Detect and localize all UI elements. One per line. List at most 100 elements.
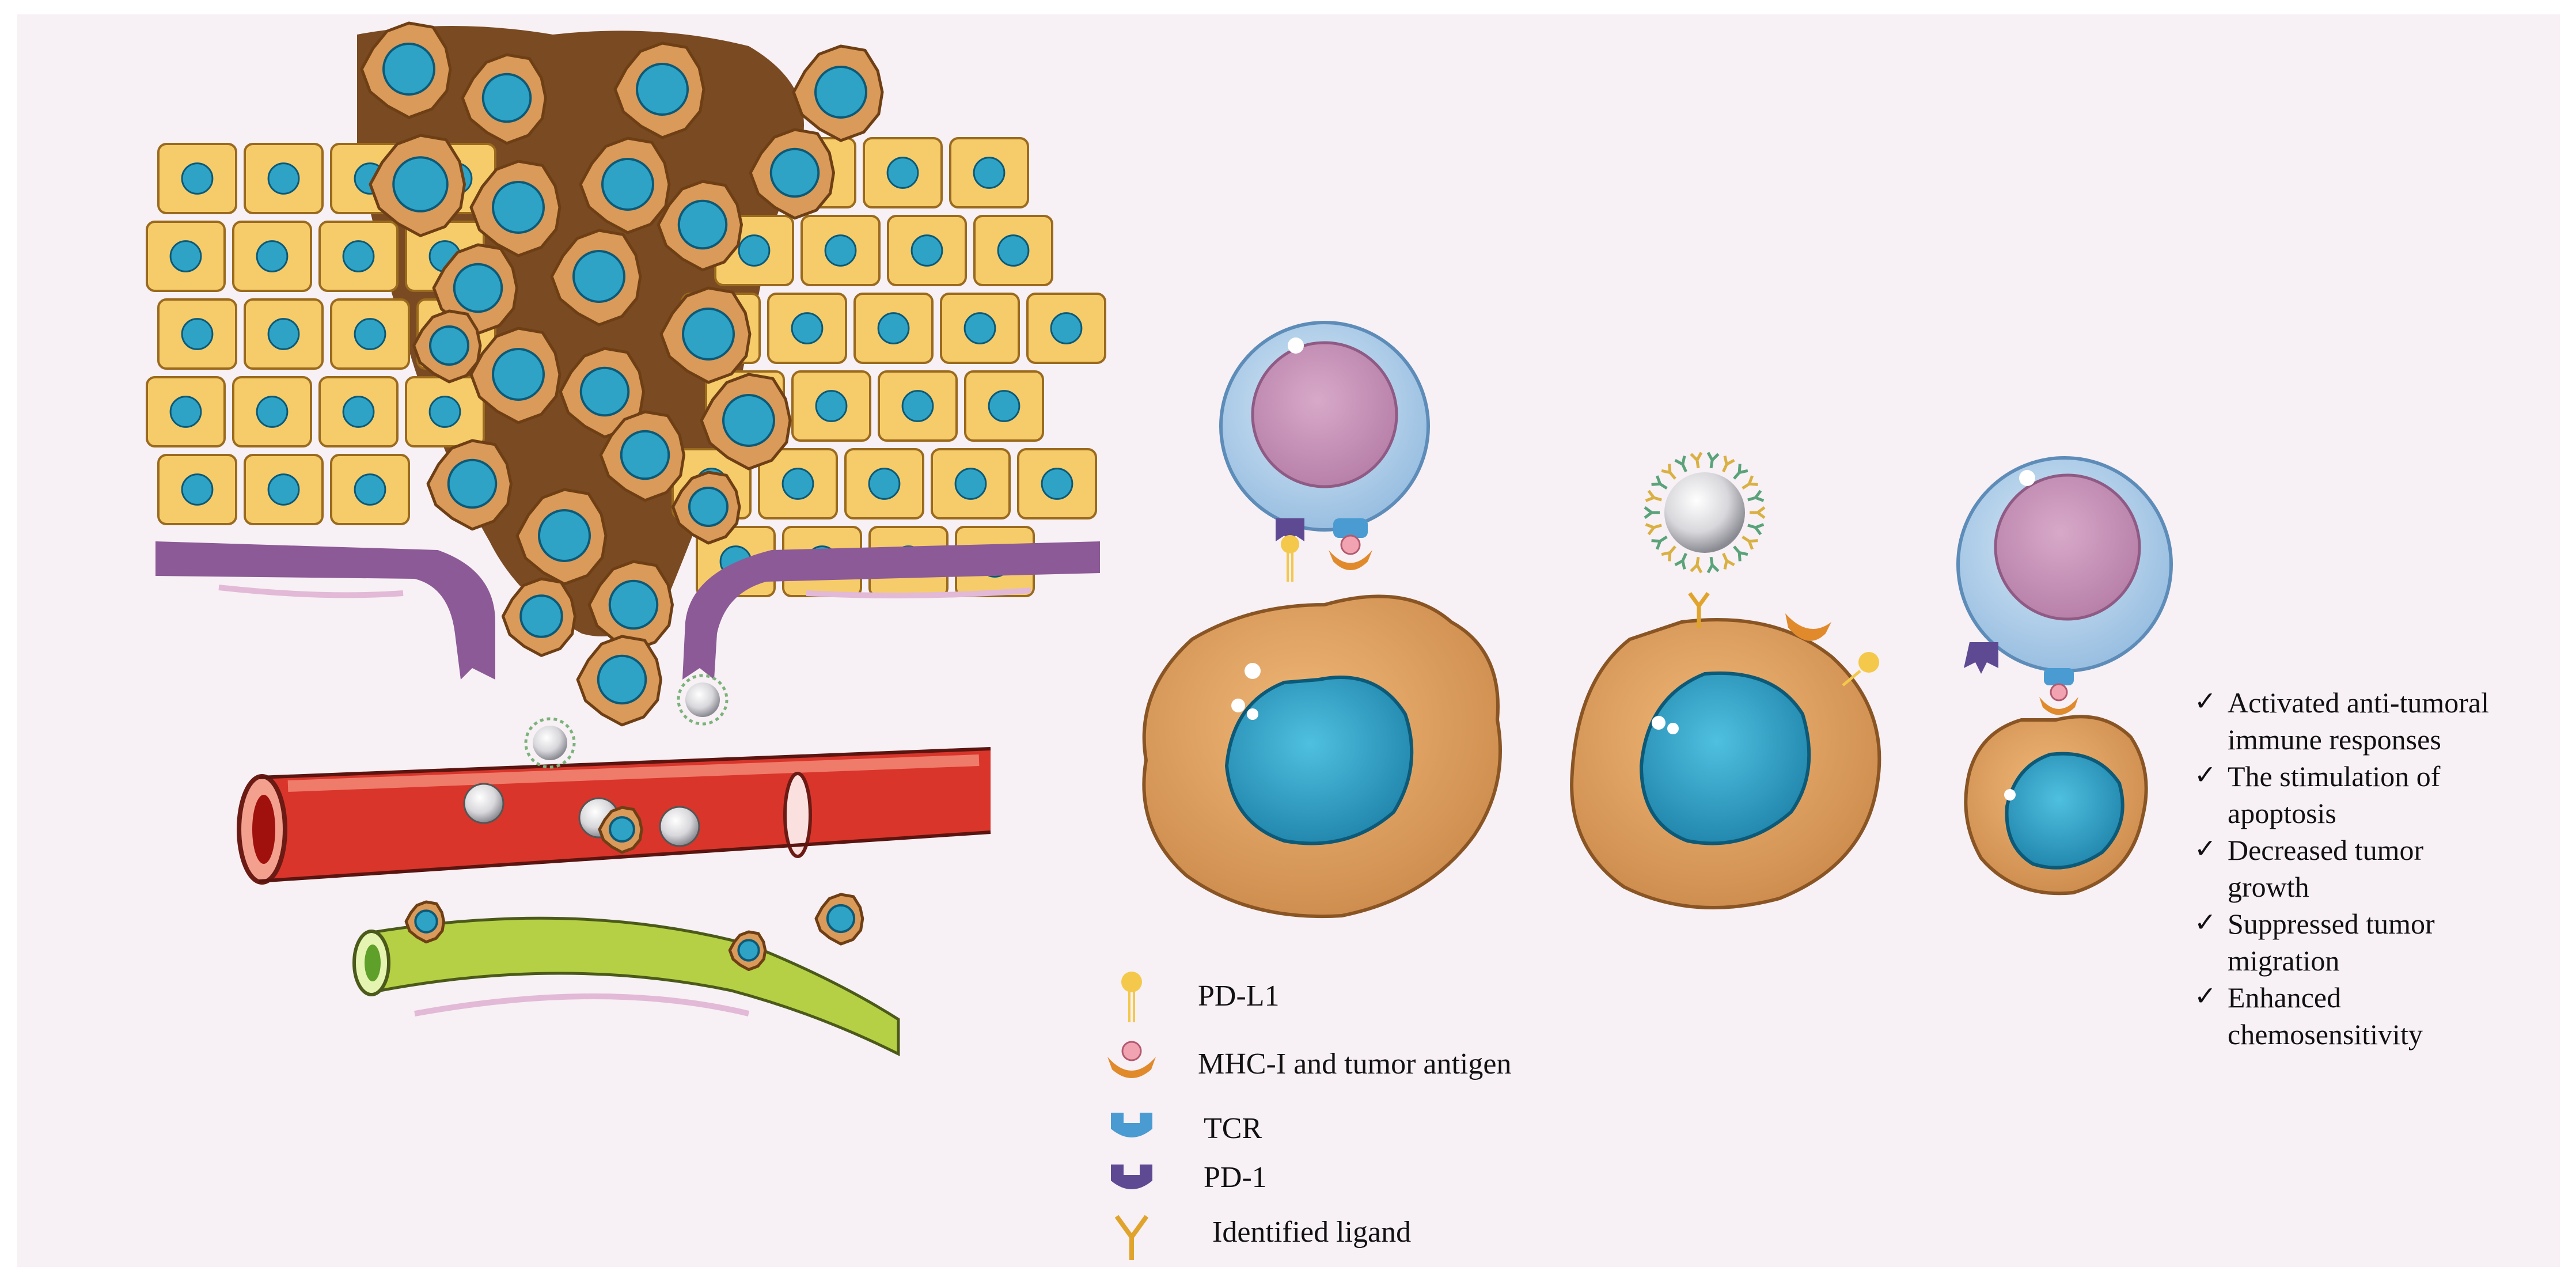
panel-nanoparticle-blockade xyxy=(1570,452,1881,909)
tumor-cell xyxy=(369,134,466,237)
antibody xyxy=(1706,556,1720,574)
epithelial-cell xyxy=(318,221,399,292)
antibody xyxy=(1742,475,1758,490)
mhc-i-free xyxy=(1785,613,1831,641)
epithelial-cell xyxy=(146,376,226,447)
antibody xyxy=(1661,545,1676,562)
outcome-item: The stimulation of apoptosis xyxy=(2228,760,2441,829)
basement-membrane-right xyxy=(682,541,1100,680)
nanoparticle xyxy=(524,717,576,769)
epithelial-cell xyxy=(157,143,237,214)
antibody xyxy=(1651,475,1668,490)
nucleus-highlight xyxy=(2004,789,2016,801)
tcr-mhc-pair xyxy=(1329,518,1372,570)
tumor-cell xyxy=(814,893,864,946)
antibody xyxy=(1722,552,1735,570)
t-cell-1-nucleus xyxy=(1251,341,1398,488)
tumor-cell xyxy=(404,900,446,944)
legend-label-tcr: TCR xyxy=(1204,1112,1262,1145)
epithelial-cell xyxy=(878,370,958,442)
legend-label-pd-1: PD-1 xyxy=(1204,1161,1267,1194)
tumor-cell xyxy=(657,180,743,272)
tumor-cell xyxy=(360,21,452,119)
check-icon: ✓ xyxy=(2194,685,2217,716)
antibody xyxy=(1644,506,1660,519)
nucleus-highlight xyxy=(1231,699,1245,712)
mhc-i-molecule xyxy=(2039,697,2078,715)
tumor-cell xyxy=(598,806,643,854)
pd-1-icon xyxy=(1111,1165,1152,1189)
outcome-item: Suppressed tumor migration xyxy=(2228,908,2435,977)
tumor-cell xyxy=(515,488,608,586)
epithelial-cell xyxy=(949,137,1029,208)
epithelial-cell xyxy=(244,298,324,370)
antibody xyxy=(1651,536,1668,550)
check-icon: ✓ xyxy=(2194,980,2217,1011)
panel-restored-recognition xyxy=(1956,456,2173,896)
epithelial-cell xyxy=(244,143,324,214)
antibody-corona xyxy=(1644,452,1766,574)
pd1-pdl1-pair xyxy=(1276,518,1304,582)
antibody xyxy=(1690,452,1703,469)
legend-label-mhc-i: MHC-I and tumor antigen xyxy=(1198,1048,1512,1080)
tumor-cell-large-nucleus xyxy=(1224,676,1414,845)
antibody xyxy=(1747,523,1765,536)
tumor-antigen xyxy=(2050,683,2068,701)
tcr-mhc-pair-restored xyxy=(2039,668,2078,715)
tumor-cell xyxy=(501,577,576,657)
antibody xyxy=(1706,452,1720,469)
epithelial-cell xyxy=(940,293,1020,364)
epithelial-cell xyxy=(157,454,237,525)
blood-vessel-lumen xyxy=(252,795,275,864)
epithelial-cell xyxy=(1026,293,1106,364)
antibody xyxy=(1645,523,1662,536)
epithelial-cell xyxy=(758,448,838,519)
tumor-cell xyxy=(461,53,547,145)
epithelial-cell xyxy=(887,215,967,286)
tumor-cell xyxy=(671,471,741,545)
antibody xyxy=(1674,456,1687,473)
epithelial-cell xyxy=(1017,448,1097,519)
epithelial-cell xyxy=(330,298,410,370)
tcr-icon xyxy=(1111,1113,1152,1137)
t-cell-highlight xyxy=(1288,337,1304,354)
blood-vessel-highlight xyxy=(287,754,980,792)
pd-1-receptor xyxy=(1276,518,1304,544)
antibody xyxy=(1750,506,1766,519)
tumor-cell xyxy=(749,128,835,220)
antibody xyxy=(1645,490,1662,502)
epithelial-cell xyxy=(844,448,924,519)
epithelial-cell xyxy=(791,370,871,442)
nanoparticle xyxy=(677,674,729,726)
epithelial-cell xyxy=(973,215,1053,286)
circulating-cells xyxy=(404,674,864,972)
tumor-cell-medium-nucleus xyxy=(1639,671,1811,845)
pd-1-unbound xyxy=(1964,642,1998,674)
epithelial-cell xyxy=(767,293,847,364)
antibody xyxy=(1733,464,1748,480)
tumor-cell xyxy=(426,439,513,531)
nucleus-highlight xyxy=(1667,723,1679,734)
epithelial-cell xyxy=(931,448,1011,519)
identified-ligand-bound xyxy=(1688,591,1710,628)
epithelial-cell xyxy=(964,370,1044,442)
antibody xyxy=(1722,456,1735,473)
tumor-cell xyxy=(469,160,562,257)
epithelial-cell xyxy=(863,137,943,208)
epithelial-cell xyxy=(853,293,934,364)
membrane-shadow-left xyxy=(218,585,404,598)
antibody xyxy=(1674,552,1687,570)
tumor-cell xyxy=(700,373,792,471)
tumor-cell-cluster xyxy=(360,21,884,727)
nucleus-highlight xyxy=(1247,708,1258,720)
epithelial-cell xyxy=(801,215,881,286)
tumor-cell xyxy=(469,327,562,424)
antibody xyxy=(1747,490,1765,502)
blood-borne-particle xyxy=(659,806,700,847)
tumor-cell xyxy=(412,309,482,384)
nucleus-highlight xyxy=(1652,716,1666,730)
epithelial-cell xyxy=(232,221,312,292)
tumor-antigen xyxy=(1340,534,1361,555)
